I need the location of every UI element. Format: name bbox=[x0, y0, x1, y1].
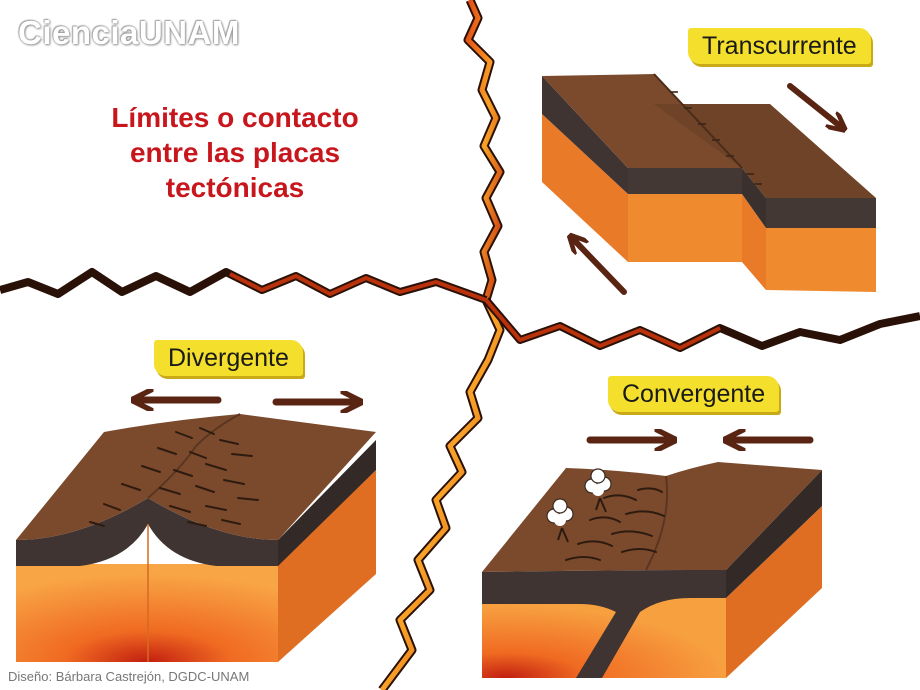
transform-block-crust-side bbox=[542, 76, 628, 194]
volcano-plumes bbox=[546, 468, 612, 543]
design-credit: Diseño: Bárbara Castrejón, DGDC-UNAM bbox=[8, 669, 250, 684]
divergent-block-front-mantle bbox=[16, 564, 278, 662]
divergent-block-side bbox=[278, 440, 376, 566]
convergent-block-side bbox=[726, 470, 822, 598]
transform-boundary-block bbox=[542, 73, 876, 292]
main-title-line-2: entre las placas bbox=[129, 137, 341, 168]
divergent-boundary-block bbox=[16, 413, 376, 662]
horizontal-crack-left bbox=[0, 268, 488, 304]
convergent-block-top bbox=[482, 462, 822, 572]
ciencia-unam-logo: CienciaUNAM bbox=[18, 14, 240, 51]
transform-arrow-right-down bbox=[787, 83, 840, 126]
transform-block-front-mantle bbox=[542, 114, 628, 262]
divergent-label: Divergente bbox=[154, 340, 303, 376]
main-title: Límites o contacto entre las placas tect… bbox=[60, 100, 410, 205]
main-title-line-1: Límites o contacto bbox=[111, 102, 359, 133]
horizontal-crack-right bbox=[482, 297, 920, 352]
divergent-block-top bbox=[16, 414, 376, 540]
transform-block-top-left bbox=[542, 74, 742, 168]
main-title-line-3: tectónicas bbox=[165, 172, 305, 203]
convergent-label: Convergente bbox=[608, 376, 780, 412]
convergent-boundary-block bbox=[482, 462, 822, 678]
transform-arrow-left-up bbox=[574, 240, 627, 295]
transform-block-top-right bbox=[654, 104, 876, 198]
transform-label: Transcurrente bbox=[688, 28, 871, 64]
